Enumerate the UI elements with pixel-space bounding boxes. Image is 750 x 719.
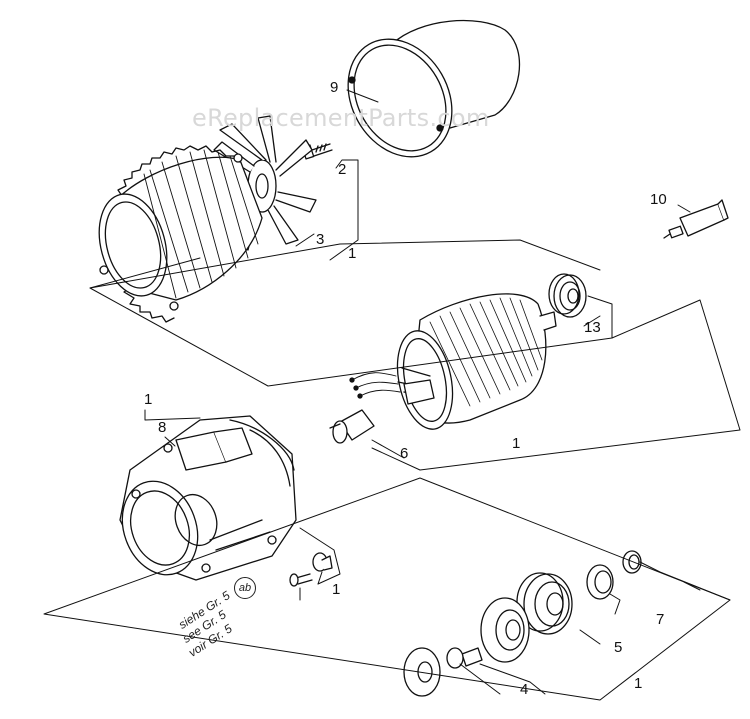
leader-lines: [43, 89, 741, 701]
callout-8: 8: [158, 419, 167, 436]
callout-6: 6: [400, 445, 409, 462]
plug-and-screw: [289, 552, 333, 587]
callout-7: 7: [656, 611, 665, 628]
callout-1-housing: 1: [348, 245, 357, 262]
stator-housing: [98, 145, 263, 323]
callout-4: 4: [520, 681, 529, 698]
coupling-6: [329, 409, 375, 444]
bearing-cover-4: [403, 597, 530, 697]
watermark-text: eReplacementParts.com: [192, 104, 490, 132]
grease-tube: [663, 199, 729, 239]
shaft-seal-7: [586, 550, 642, 600]
callout-10: 10: [650, 191, 667, 208]
callout-13: 13: [584, 319, 601, 336]
callout-9: 9: [330, 79, 339, 96]
callout-3: 3: [316, 231, 325, 248]
reference-badge: ab: [234, 577, 256, 599]
callout-5: 5: [614, 639, 623, 656]
flange-housing: [119, 415, 297, 581]
callout-1-bearing-group: 1: [634, 675, 643, 692]
callout-1-flange-group: 1: [144, 391, 153, 408]
rotor-armature: [349, 293, 557, 430]
callout-2: 2: [338, 161, 347, 178]
bearing-13: [548, 273, 587, 318]
cylinder-cover: [347, 19, 521, 158]
callout-1-plug: 1: [332, 581, 341, 598]
callout-1-rotor: 1: [512, 435, 521, 452]
